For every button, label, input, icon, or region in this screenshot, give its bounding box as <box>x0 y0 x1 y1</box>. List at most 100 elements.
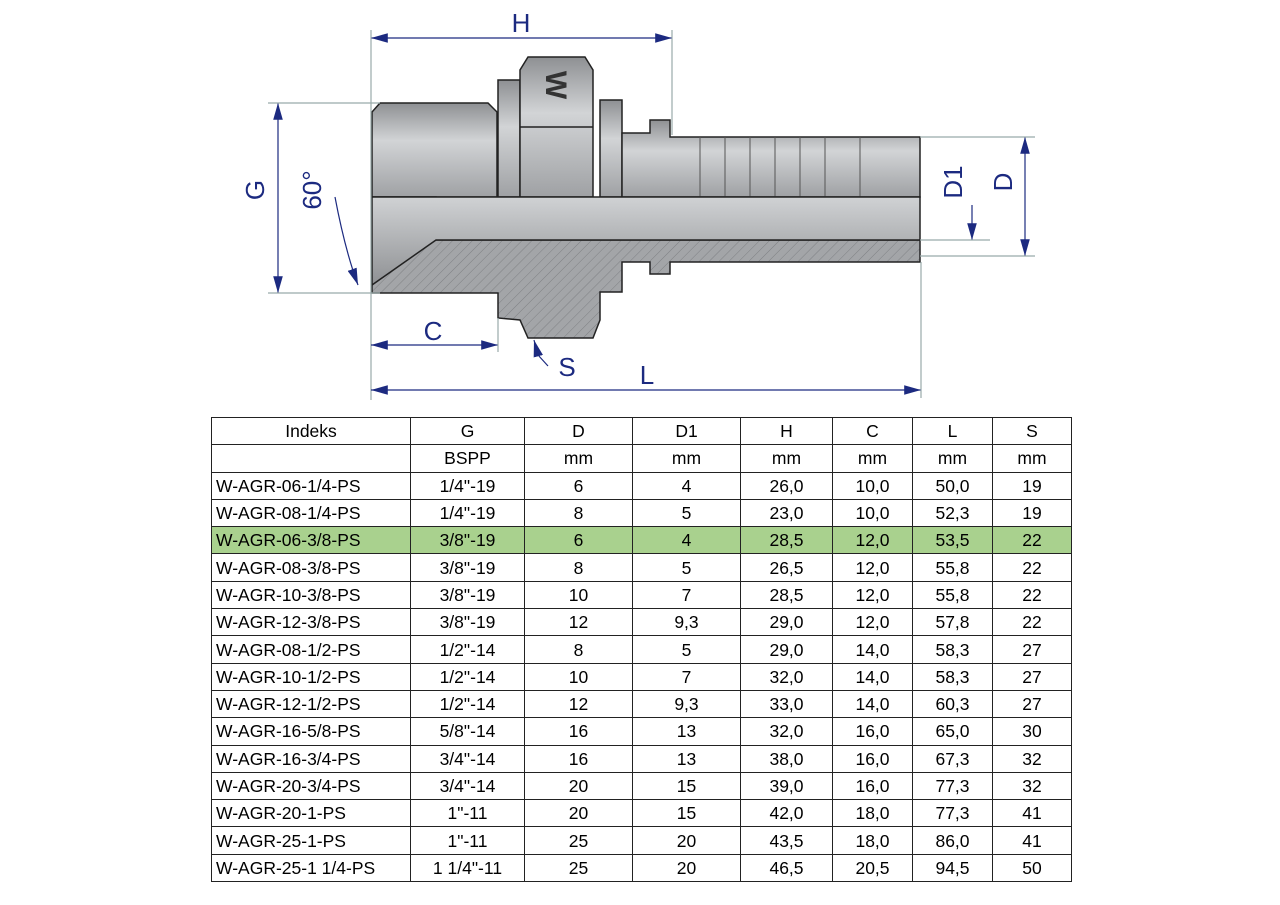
cell-d: 16 <box>524 717 633 746</box>
cell-d1: mm <box>632 444 741 473</box>
cell-c: 10,0 <box>832 498 913 528</box>
cell-d1: 13 <box>632 744 741 773</box>
cell-indeks: W-AGR-20-3/4-PS <box>211 771 411 801</box>
cell-h: 46,5 <box>740 853 833 883</box>
cell-indeks: W-AGR-08-1/4-PS <box>211 498 411 528</box>
cell-h: 33,0 <box>740 689 833 719</box>
cell-d: 8 <box>524 635 633 664</box>
cell-d1: 7 <box>632 580 741 610</box>
cell-l: 77,3 <box>912 771 993 801</box>
cell-s: 32 <box>992 744 1072 773</box>
cell-d1: 13 <box>632 717 741 746</box>
cell-c: 18,0 <box>832 799 913 828</box>
cell-s: 19 <box>992 498 1072 528</box>
cell-d: 8 <box>524 498 633 528</box>
bore <box>371 196 921 287</box>
cell-h: 28,5 <box>740 526 833 555</box>
cell-s: 19 <box>992 471 1072 500</box>
cell-h: 32,0 <box>740 717 833 746</box>
cell-c: 12,0 <box>832 553 913 582</box>
fitting-section <box>371 196 921 339</box>
cell-h: 28,5 <box>740 580 833 610</box>
cell-h: H <box>740 416 833 446</box>
cell-s: 27 <box>992 689 1072 719</box>
dim-label-d1: D1 <box>938 165 968 198</box>
cell-d: 6 <box>524 471 633 500</box>
cell-s: 27 <box>992 662 1072 691</box>
cell-g: 5/8"-14 <box>410 717 525 746</box>
cell-d: 10 <box>524 662 633 691</box>
cell-s: 30 <box>992 717 1072 746</box>
cell-g: 1/2"-14 <box>410 689 525 719</box>
cell-h: 38,0 <box>740 744 833 773</box>
cell-l: 55,8 <box>912 553 993 582</box>
cell-g: 1/2"-14 <box>410 662 525 691</box>
cell-s: 32 <box>992 771 1072 801</box>
cell-l: 53,5 <box>912 526 993 555</box>
cell-d1: 15 <box>632 799 741 828</box>
cell-indeks: W-AGR-06-3/8-PS <box>211 526 411 555</box>
cell-g: 1"-11 <box>410 799 525 828</box>
cell-g: BSPP <box>410 444 525 473</box>
cell-g: G <box>410 416 525 446</box>
dim-label-l: L <box>640 360 654 390</box>
cell-c: mm <box>832 444 913 473</box>
cell-l: L <box>912 416 993 446</box>
cell-h: mm <box>740 444 833 473</box>
dim-label-d: D <box>988 173 1018 192</box>
cell-h: 42,0 <box>740 799 833 828</box>
cell-indeks <box>211 444 411 473</box>
cell-h: 26,5 <box>740 553 833 582</box>
cell-indeks: W-AGR-06-1/4-PS <box>211 471 411 500</box>
cell-indeks: W-AGR-12-1/2-PS <box>211 689 411 719</box>
cell-d1: D1 <box>632 416 741 446</box>
cell-d: 16 <box>524 744 633 773</box>
cell-s: mm <box>992 444 1072 473</box>
cell-d1: 5 <box>632 498 741 528</box>
dim-label-angle: 60° <box>297 170 327 209</box>
cell-c: 14,0 <box>832 689 913 719</box>
cell-c: 16,0 <box>832 744 913 773</box>
cell-g: 3/8"-19 <box>410 553 525 582</box>
logo: W <box>539 71 572 100</box>
cell-d1: 20 <box>632 853 741 883</box>
cell-l: 57,8 <box>912 608 993 637</box>
cell-g: 3/8"-19 <box>410 608 525 637</box>
cell-h: 29,0 <box>740 635 833 664</box>
cell-s: S <box>992 416 1072 446</box>
cell-c: 16,0 <box>832 717 913 746</box>
cell-l: 58,3 <box>912 635 993 664</box>
cell-g: 3/8"-19 <box>410 526 525 555</box>
svg-text:W: W <box>539 71 572 100</box>
cell-c: 18,0 <box>832 826 913 855</box>
cell-s: 27 <box>992 635 1072 664</box>
cell-c: 20,5 <box>832 853 913 883</box>
cell-g: 3/4"-14 <box>410 744 525 773</box>
cell-c: 14,0 <box>832 662 913 691</box>
cell-h: 32,0 <box>740 662 833 691</box>
cell-g: 1/2"-14 <box>410 635 525 664</box>
cell-g: 1 1/4"-11 <box>410 853 525 883</box>
cell-h: 23,0 <box>740 498 833 528</box>
cell-c: 12,0 <box>832 608 913 637</box>
cell-c: 16,0 <box>832 771 913 801</box>
cell-c: 10,0 <box>832 471 913 500</box>
cell-g: 3/8"-19 <box>410 580 525 610</box>
cell-indeks: W-AGR-12-3/8-PS <box>211 608 411 637</box>
cell-l: 52,3 <box>912 498 993 528</box>
cell-indeks: W-AGR-25-1 1/4-PS <box>211 853 411 883</box>
cell-s: 41 <box>992 826 1072 855</box>
cell-d1: 20 <box>632 826 741 855</box>
